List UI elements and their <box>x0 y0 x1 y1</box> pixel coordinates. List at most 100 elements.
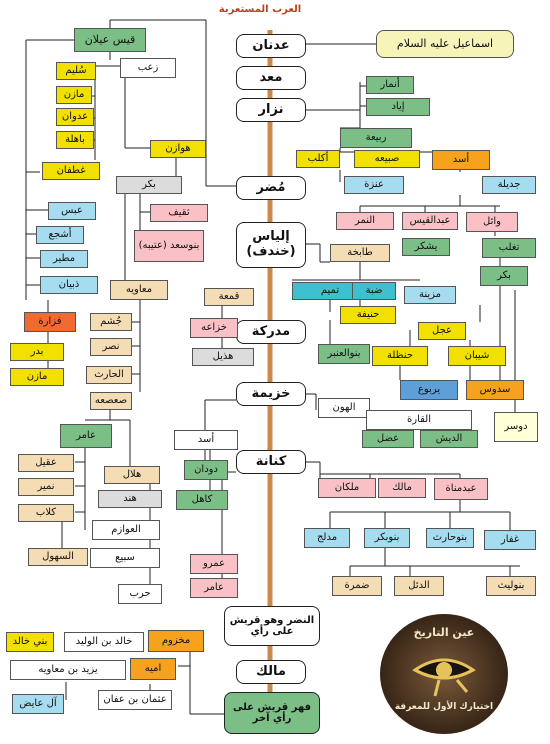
eye-of-history-logo: عين التاريخ اختيارك الأول للمعرفة <box>377 612 511 736</box>
node-amir2: عامر <box>190 578 238 598</box>
node-zaab: زعب <box>120 58 176 78</box>
node-suhul: السهول <box>28 548 88 566</box>
node-abdalqays: عبدالقيس <box>402 212 458 230</box>
node-amir: عامر <box>60 424 112 448</box>
node-malik: مالك <box>378 478 426 498</box>
node-banusaad: بنوسعد (عتيبه) <box>134 230 204 262</box>
node-dhubyan: ذبيان <box>40 276 98 294</box>
node-hind: هند <box>98 490 162 508</box>
node-sulaym: سُليم <box>56 62 96 80</box>
spine-fihr: فهر قريش على رأي آخر <box>224 692 320 734</box>
node-banubakr: بنوبكر <box>364 528 410 548</box>
node-khuzaa: خزاعه <box>190 318 238 338</box>
node-ismail: اسماعيل عليه السلام <box>376 30 514 58</box>
node-muzayna: مزينة <box>404 286 456 304</box>
node-hanifa: حنيفة <box>340 306 396 324</box>
node-aldil: الدئل <box>394 576 444 596</box>
node-khalidwalid: خالد بن الوليد <box>64 632 144 652</box>
node-mazin1: مازن <box>56 86 92 104</box>
spine-ilyas: إلياس (خندف) <box>236 222 306 268</box>
node-nimr: النمر <box>336 212 394 230</box>
node-mutayr: مطير <box>40 250 88 268</box>
node-ghatafan: غطفان <box>42 162 100 180</box>
node-shayban: شيبان <box>448 346 506 366</box>
node-sadus: سدوس <box>466 380 524 400</box>
node-abs: عبس <box>48 202 96 220</box>
node-dudan: دودان <box>184 460 228 480</box>
node-subay: سبيع <box>90 548 160 568</box>
node-adwan: عدوان <box>56 108 94 126</box>
logo-line1: عين التاريخ <box>413 626 475 639</box>
node-asad1: أسد <box>432 150 490 170</box>
node-aklub: أكلب <box>296 150 340 168</box>
node-dabba: ضبة <box>352 282 396 300</box>
node-fazara: فزارة <box>24 312 76 332</box>
spine-maad: معد <box>236 66 306 90</box>
node-iyad: إياد <box>366 98 430 116</box>
node-awazim: العوازم <box>92 520 160 540</box>
node-sasaa: صعصعه <box>90 392 132 410</box>
node-rabia: ربيعة <box>340 128 412 148</box>
node-milkan: ملكان <box>318 478 376 498</box>
node-hudhayl: هذيل <box>192 348 254 366</box>
node-banualanbar: بنوالعنبر <box>318 344 370 364</box>
node-anmar: أنمار <box>366 76 414 94</box>
node-kilab: كلاب <box>18 504 74 522</box>
node-hanzala: حنظلة <box>372 346 428 366</box>
node-mudlij: مدلج <box>304 528 350 548</box>
node-aldaysh: الديش <box>420 430 478 448</box>
spine-malik: مالك <box>236 660 306 684</box>
node-taghlib: تغلب <box>482 238 536 258</box>
node-jadila: جديلة <box>482 176 536 194</box>
node-anaza: عنزة <box>344 176 404 194</box>
node-asad2: أسد <box>174 430 238 450</box>
node-banulayth: بنوليث <box>486 576 536 596</box>
node-bahila: باهلة <box>56 131 94 149</box>
node-amr: عمرو <box>190 554 238 574</box>
node-qays: قيس عيلان <box>74 28 146 52</box>
node-yashkur: يشكر <box>402 238 450 256</box>
node-yarbu: يربوع <box>400 380 458 400</box>
node-hawazin: هوازن <box>150 140 206 158</box>
spine-adnan: عدنان <box>236 34 306 58</box>
node-aaidh: آل عايض <box>12 694 64 714</box>
node-adal: عضل <box>362 430 414 448</box>
node-badr: بدر <box>10 343 64 361</box>
node-hilal: هلال <box>104 466 160 484</box>
node-dawsar: دوسر <box>494 412 538 442</box>
spine-nadr: النضر وهو قريش على رأي <box>224 606 320 646</box>
node-banuharith: بنوحارث <box>426 528 474 548</box>
node-uthman: عثمان بن عفان <box>98 690 172 710</box>
node-qumaa: قمعة <box>204 288 254 306</box>
logo-line2: اختيارك الأول للمعرفة <box>394 702 494 712</box>
node-yazid: يزيد بن معاويه <box>10 660 126 680</box>
node-banikhalid: بني خالد <box>6 632 54 652</box>
node-ghifar: غفار <box>484 530 536 550</box>
node-ashja: أشجع <box>36 226 84 244</box>
node-tabikha: طابخة <box>330 244 390 262</box>
spine-nizar: نزار <box>236 98 306 122</box>
spine-kinana: كنانة <box>236 450 306 474</box>
node-alhun: الهون <box>318 398 370 418</box>
node-alqara: القارة <box>366 410 472 430</box>
node-wail: وائل <box>466 212 518 232</box>
node-jusham: جُشم <box>90 313 132 331</box>
node-mazin2: مازن <box>10 368 64 386</box>
node-numayr: نمير <box>18 478 74 496</box>
node-umayya: اميه <box>130 658 176 680</box>
node-damra: ضمرة <box>332 576 382 596</box>
node-abdmanat: عبدمناة <box>434 478 488 500</box>
node-harb: حرب <box>118 584 162 604</box>
node-bakr1: بكر <box>116 176 182 194</box>
spine-mudar: مُضر <box>236 176 306 200</box>
node-subayaa: صبيعه <box>354 150 420 168</box>
node-kahil: كاهل <box>176 490 228 510</box>
spine-mudrika: مدركة <box>236 320 306 344</box>
node-muawiya: معاويه <box>110 280 168 300</box>
node-thaqif: ثقيف <box>150 204 208 222</box>
node-ijl: عجل <box>418 322 466 340</box>
node-bakr2: بكر <box>480 266 528 286</box>
diagram-title: العرب المستعربة <box>218 4 302 15</box>
spine-khuzayma: خزيمة <box>236 382 306 406</box>
